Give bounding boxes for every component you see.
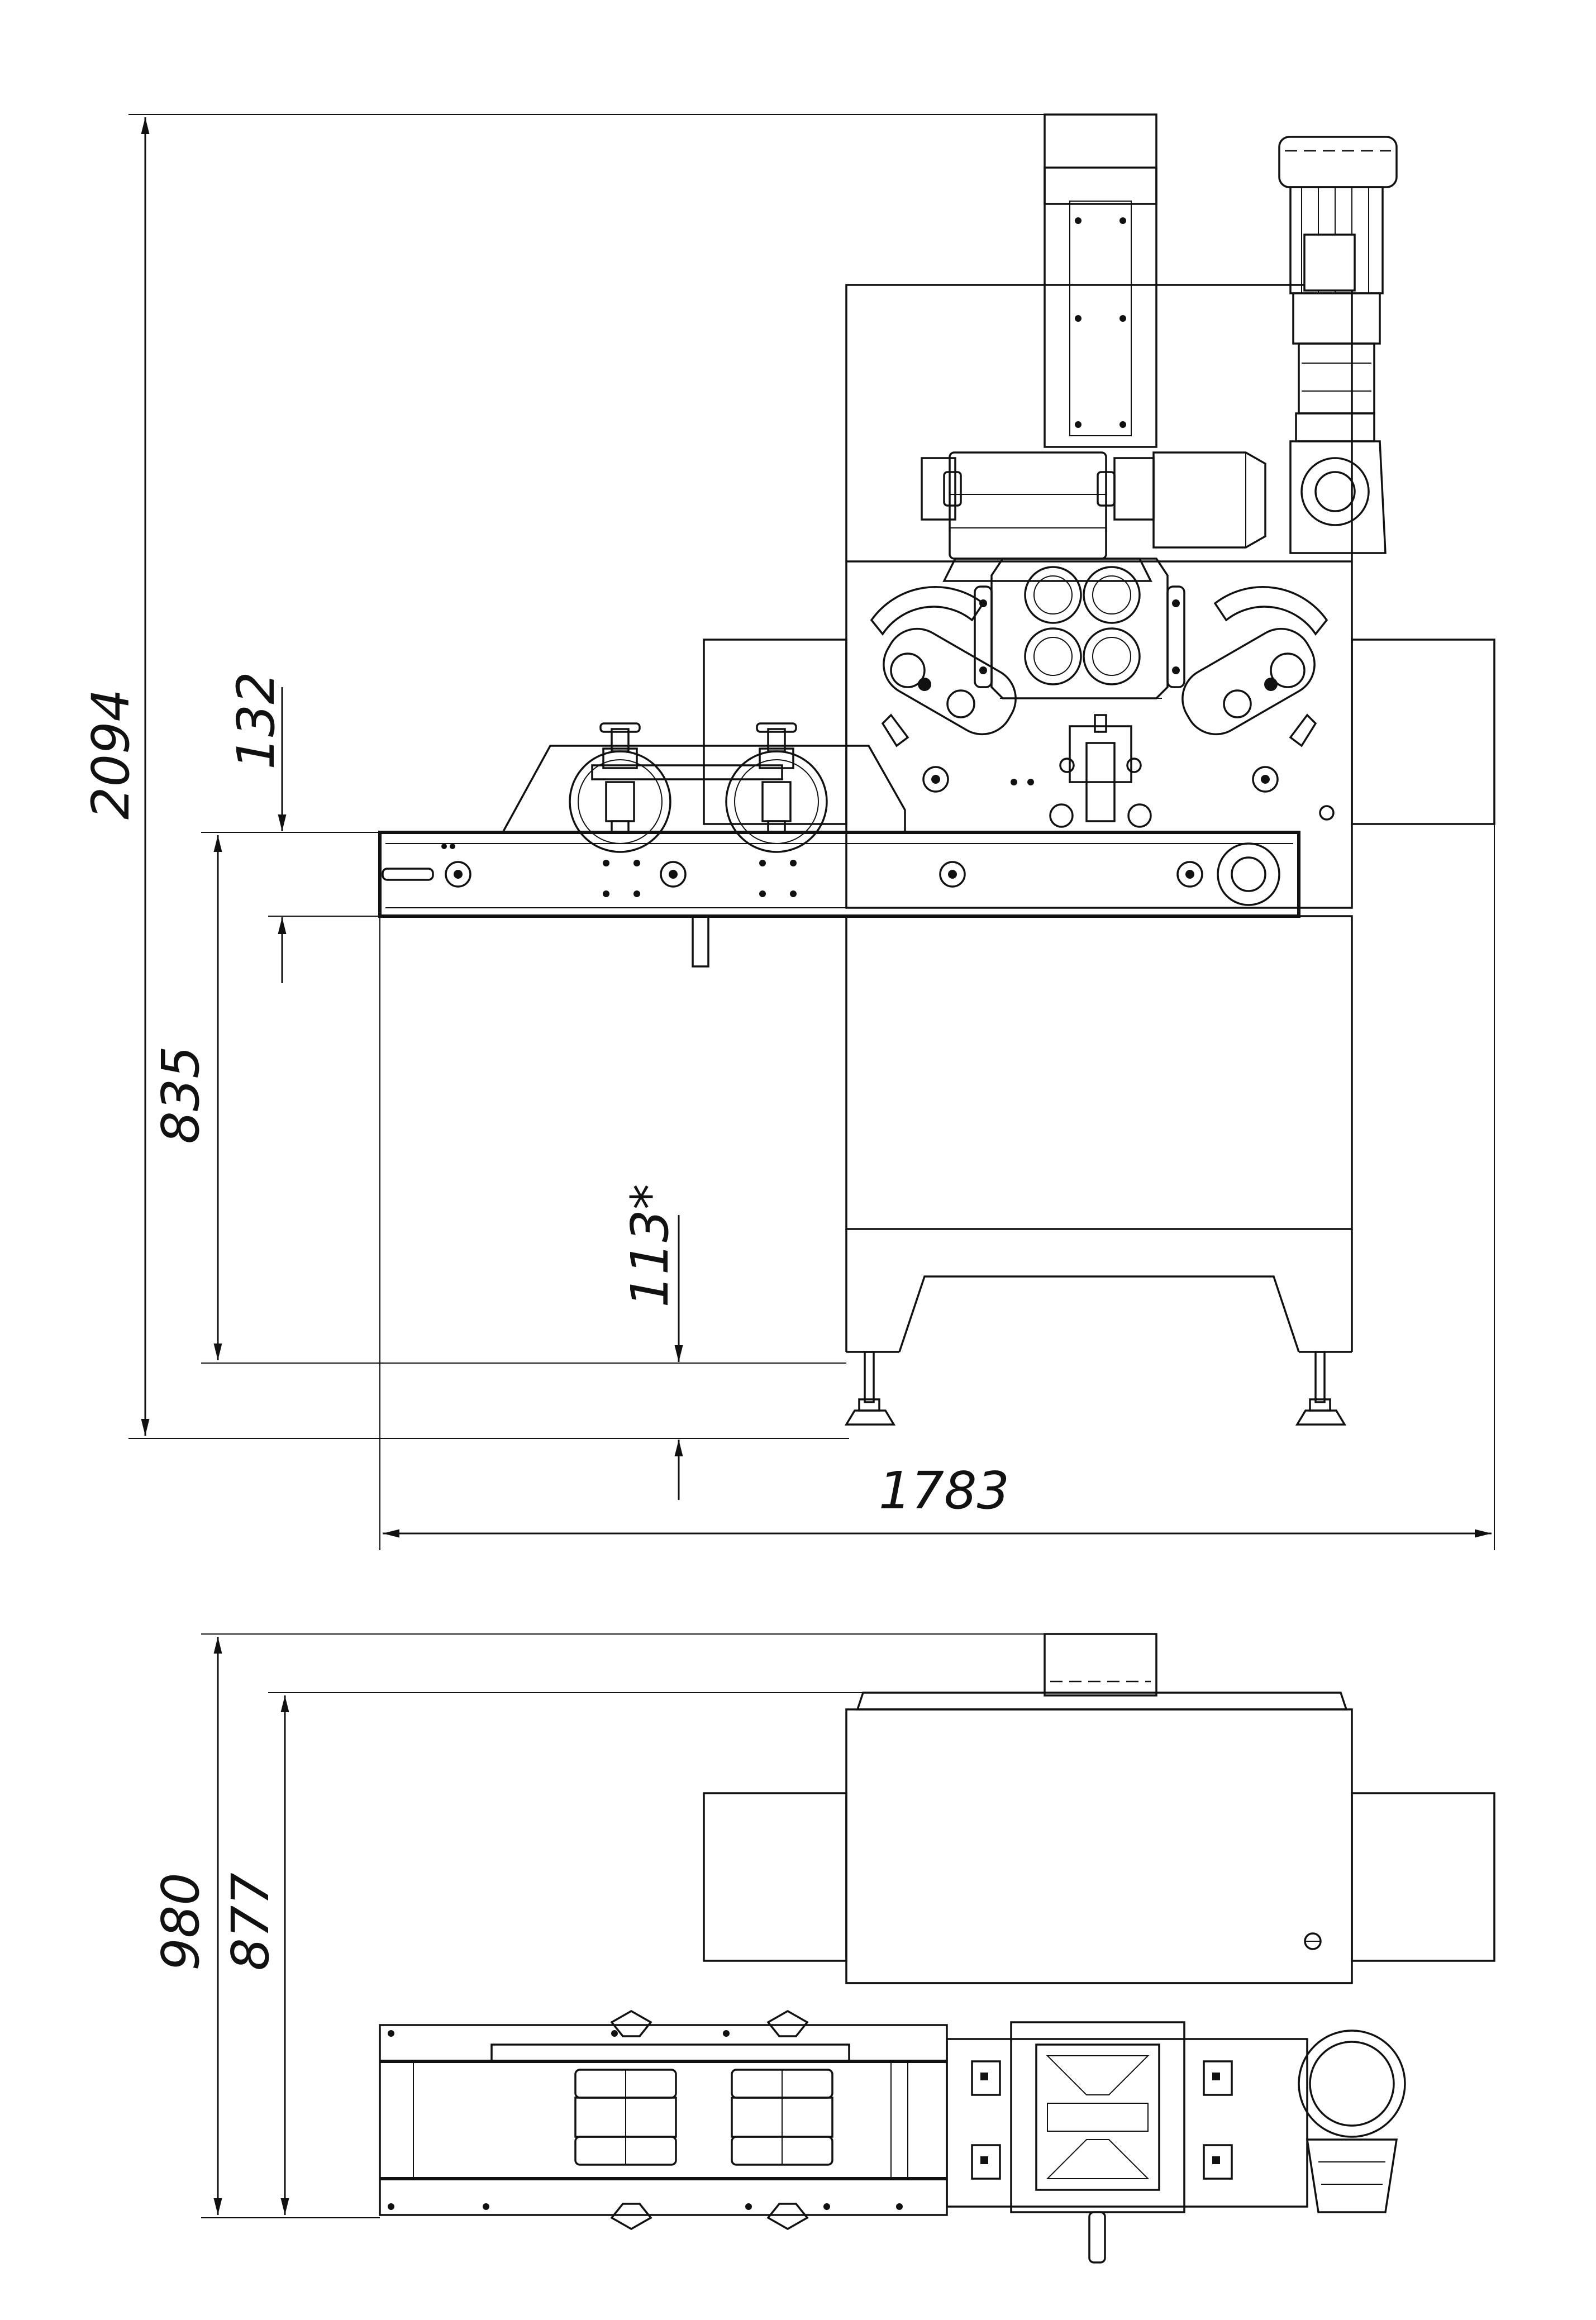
conveyor-frame [378,831,1300,968]
arm-right [1181,586,1328,793]
roller-head-top [946,2021,1308,2264]
dimension-980: 980 [151,1633,1045,2218]
motor [1278,136,1398,554]
foot-left [844,1351,896,1426]
side-box-left-top [703,1792,847,1962]
dim-label-113: 113* [620,1184,680,1308]
dimension-835: 835 [151,832,846,1364]
dimension-877: 877 [221,1692,863,2215]
conveyor-top [379,2024,948,2216]
cabinet-upper [845,284,1353,909]
dim-label-132: 132 [226,671,286,770]
foot-right [1295,1351,1347,1426]
dim-label-877: 877 [221,1873,280,1971]
dimension-132: 132 [226,671,380,983]
motor-top [1298,2030,1406,2213]
vertical-column [1044,113,1157,448]
feeder-top [574,2009,833,2231]
scraper [1011,714,1335,828]
dimension-113: 113* [620,1184,683,1500]
arm-left [870,586,1017,793]
cabinet-lower [845,915,1353,1230]
side-box-right-top [1351,1792,1495,1962]
side-box-left [703,639,847,825]
dimension-1783: 1783 [379,824,1495,1550]
drive-block [921,451,1266,582]
side-box-right [1351,639,1495,825]
front-view: 2094 835 132 113* 1783 [81,113,1495,1550]
top-view: 980 877 [151,1633,1495,2264]
dim-label-1783: 1783 [879,1461,1009,1521]
dimension-2094: 2094 [81,114,1045,1439]
dim-label-2094: 2094 [81,689,141,820]
column-top [1044,1633,1157,1697]
feeder [502,722,906,853]
dim-label-835: 835 [151,1046,211,1144]
body-top [845,1708,1353,1984]
dim-label-980: 980 [151,1873,211,1971]
